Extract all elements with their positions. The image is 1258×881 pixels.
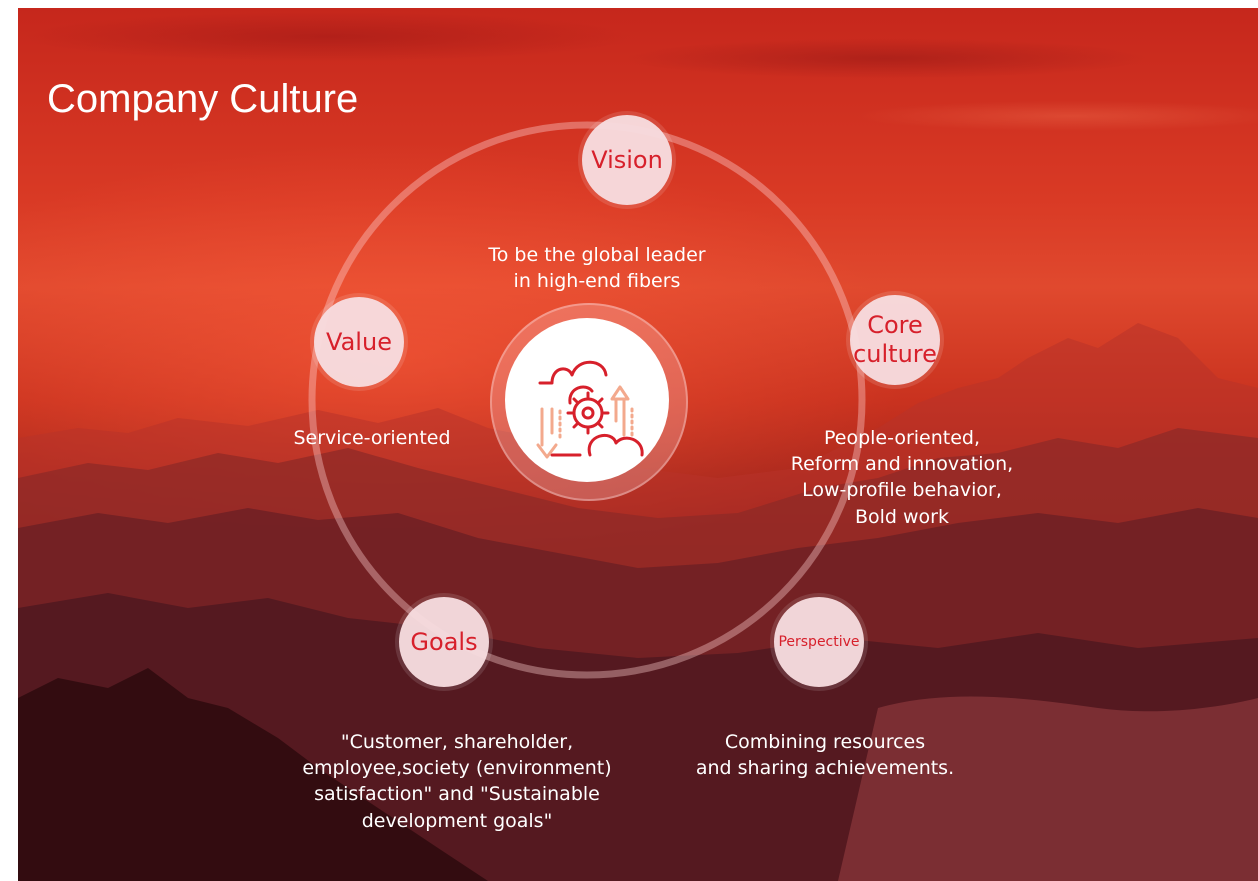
vision-description: To be the global leader in high-end fibe…: [488, 244, 706, 293]
goals-node[interactable]: Goals: [399, 597, 489, 687]
perspective-description: Combining resources and sharing achievem…: [695, 731, 955, 780]
mountain-silhouettes: [18, 323, 1258, 881]
cycle-ring: [308, 121, 866, 679]
gear-cloud-arrows-icon: [536, 360, 644, 459]
perspective-node[interactable]: Perspective: [774, 597, 864, 687]
core-culture-node[interactable]: Core culture: [850, 295, 940, 385]
value-node[interactable]: Value: [314, 297, 404, 387]
hub-center: [505, 318, 669, 482]
value-description: Service-oriented: [293, 427, 451, 449]
vision-node[interactable]: Vision: [582, 115, 672, 205]
goals-description: "Customer, shareholder, employee,society…: [302, 731, 612, 832]
page-title: Company Culture: [47, 77, 359, 121]
core-culture-description: People-oriented, Reform and innovation, …: [790, 427, 1014, 528]
